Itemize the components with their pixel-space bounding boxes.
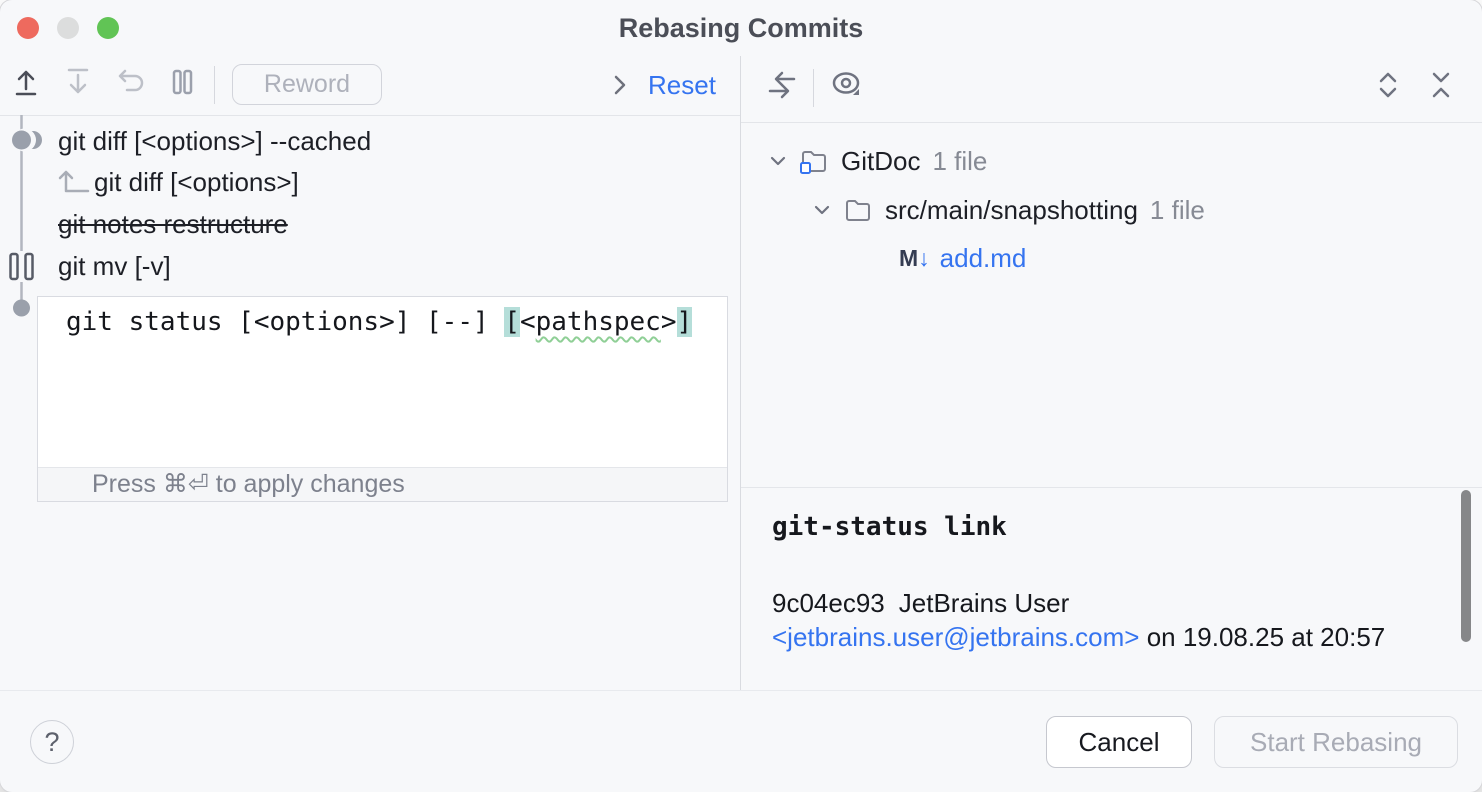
commit-graph — [9, 115, 42, 317]
reword-button[interactable]: Reword — [232, 64, 382, 105]
start-rebasing-button[interactable]: Start Rebasing — [1214, 716, 1458, 768]
commit-meta: 9c04ec93 JetBrains User <jetbrains.user@j… — [772, 586, 1385, 654]
zoom-window-button[interactable] — [97, 17, 119, 39]
root-name: GitDoc — [841, 145, 921, 176]
commit-row[interactable]: git diff [<options>] — [94, 167, 299, 197]
directory-name: src/main/snapshotting — [885, 194, 1138, 225]
graph-pause-icon — [9, 252, 34, 281]
expand-all-button[interactable] — [1370, 67, 1406, 103]
code-text: < — [519, 307, 536, 337]
help-button[interactable]: ? — [30, 720, 74, 764]
matched-bracket-open: [ — [504, 307, 520, 337]
toolbar-separator — [813, 69, 814, 107]
chevron-down-icon[interactable] — [811, 199, 833, 221]
pause-icon — [164, 64, 200, 100]
tree-row-file[interactable]: M↓ add.md — [741, 240, 1482, 276]
edited-commit-node — [13, 299, 30, 317]
markdown-file-icon: M↓ — [899, 244, 930, 271]
tree-row-root[interactable]: GitDoc 1 file — [741, 143, 1482, 179]
squash-into-arrow-icon — [56, 164, 92, 198]
code-text: git status [<options>] [--] — [66, 307, 505, 337]
arrow-down-icon — [60, 64, 96, 100]
commit-message-editor[interactable]: git status [<options>] [--] [<pathspec>]… — [37, 296, 728, 502]
tree-row-directory[interactable]: src/main/snapshotting 1 file — [741, 192, 1482, 228]
undo-button[interactable] — [112, 64, 148, 100]
eye-icon — [827, 65, 867, 105]
misspelled-word: pathspec — [535, 307, 661, 337]
cancel-button[interactable]: Cancel — [1046, 716, 1192, 768]
author-email-link[interactable]: <jetbrains.user@jetbrains.com> — [772, 622, 1140, 652]
code-text: > — [660, 307, 677, 337]
changed-file-link[interactable]: add.md — [939, 242, 1027, 273]
commit-row[interactable]: git diff [<options>] --cached — [58, 126, 372, 156]
close-window-button[interactable] — [17, 17, 39, 39]
minimize-window-button — [57, 17, 79, 39]
commit-date: on 19.08.25 at 20:57 — [1146, 622, 1386, 652]
chevron-down-icon[interactable] — [767, 150, 789, 172]
swap-arrows-icon — [764, 67, 800, 103]
collapse-all-button[interactable] — [1423, 67, 1459, 103]
reset-link[interactable]: Reset — [648, 56, 716, 115]
tree-details-separator — [741, 487, 1482, 488]
commit-hash: 9c04ec93 — [772, 588, 885, 618]
file-count: 1 file — [1149, 194, 1205, 225]
folder-icon — [843, 195, 873, 225]
diff-panel-toolbar — [741, 56, 1482, 123]
dialog-title: Rebasing Commits — [618, 13, 864, 43]
matched-bracket-close: ] — [676, 307, 693, 337]
pause-edit-button[interactable] — [164, 64, 200, 100]
undo-icon — [112, 64, 148, 100]
apply-changes-hint: Press ⌘⏎ to apply changes — [38, 467, 727, 501]
swap-diff-sides-button[interactable] — [764, 67, 800, 103]
toolbar-separator — [214, 66, 215, 104]
commit-node — [12, 130, 31, 150]
scrollbar-thumb[interactable] — [1461, 490, 1471, 642]
footer-separator — [0, 690, 1482, 691]
arrow-up-icon — [8, 64, 44, 100]
title-bar: Rebasing Commits — [0, 0, 1482, 56]
commit-subject: git-status link — [772, 512, 1007, 542]
commit-row[interactable]: git mv [-v] — [58, 251, 171, 281]
module-folder-icon — [799, 146, 829, 176]
expand-all-icon — [1370, 67, 1406, 103]
collapse-all-icon — [1423, 67, 1459, 103]
preview-options-button[interactable] — [829, 67, 865, 103]
commit-list-toolbar: Reword Reset — [0, 56, 740, 116]
chevron-right-icon[interactable] — [602, 67, 638, 103]
panel-divider[interactable] — [740, 56, 741, 690]
commit-author: JetBrains User — [898, 588, 1070, 618]
move-commit-up-button[interactable] — [8, 64, 44, 100]
commit-row[interactable]: git notes restructure — [58, 209, 288, 239]
file-count: 1 file — [932, 145, 988, 176]
editor-code-line[interactable]: git status [<options>] [--] [<pathspec>] — [66, 307, 693, 337]
move-commit-down-button[interactable] — [60, 64, 96, 100]
